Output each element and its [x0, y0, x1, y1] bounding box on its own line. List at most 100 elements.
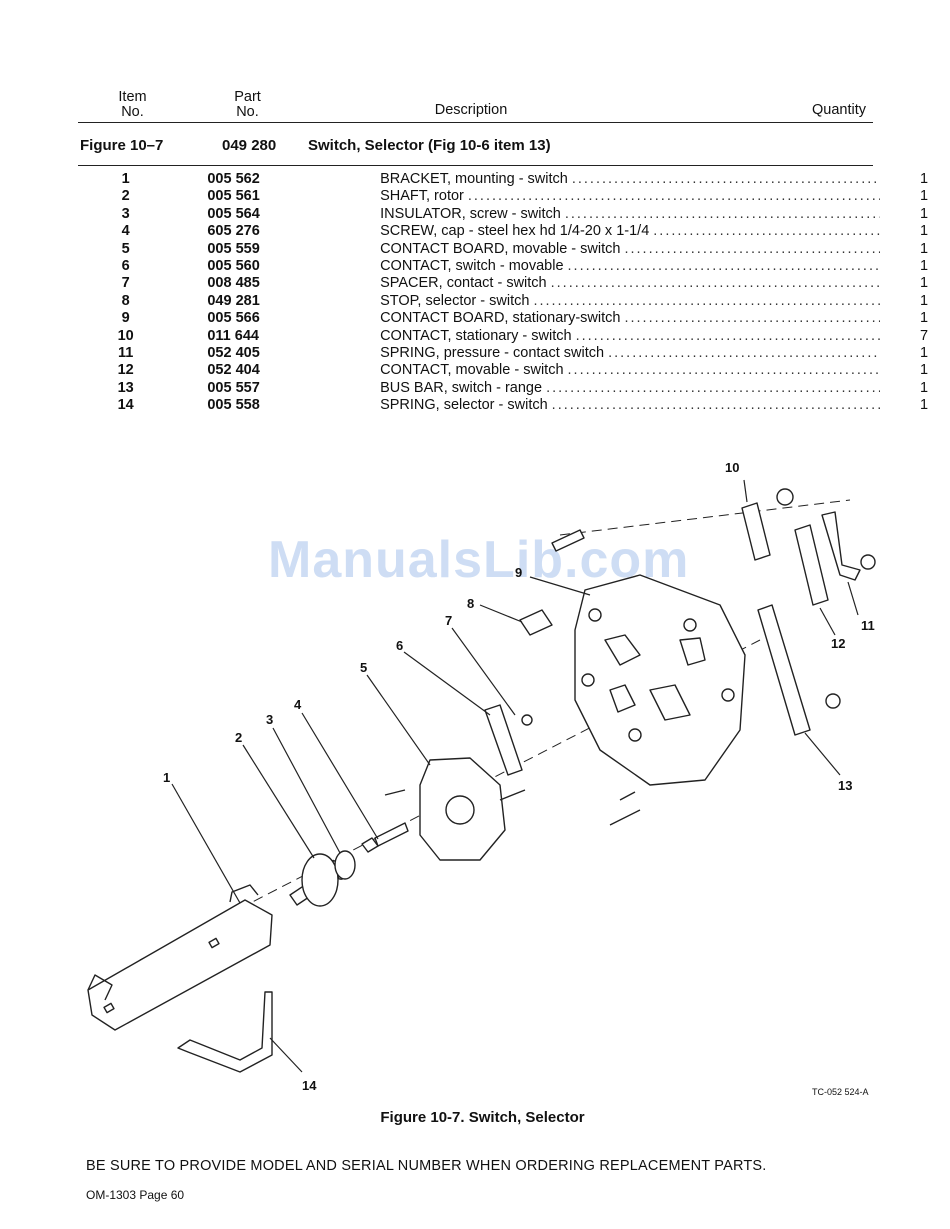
- part-no: 005 560: [207, 258, 260, 275]
- item-no: 8: [121, 292, 130, 309]
- part-no: 005 562: [207, 171, 260, 187]
- leader-dots: ........................................…: [571, 171, 880, 187]
- part-screw-top: [551, 529, 585, 552]
- description: BRACKET, mounting - switch: [380, 171, 568, 187]
- table-row: 8 049 281 STOP, selector - switch.........…: [78, 293, 950, 310]
- item-no: 4: [121, 223, 130, 240]
- item-no: 5: [121, 240, 130, 257]
- callout-12: 12: [831, 636, 846, 651]
- watermark: ManualsLib.com: [268, 531, 690, 589]
- part-no: 011 644: [207, 327, 259, 344]
- description-cell: INSULATOR, screw - switch...............…: [380, 206, 880, 223]
- description-cell: BUS BAR, switch - range.................…: [380, 380, 880, 397]
- leader-dots: ........................................…: [550, 275, 881, 292]
- quantity: 1: [920, 275, 929, 292]
- description: CONTACT, switch - movable: [380, 258, 564, 275]
- header-part-no: Part No.: [225, 90, 270, 120]
- callout-5: 5: [360, 660, 368, 675]
- leader-dots: ........................................…: [608, 345, 880, 362]
- part-pressure-spring: [821, 511, 861, 581]
- assembly-axis-upper: [559, 499, 851, 536]
- part-movable-contact-board: [384, 757, 526, 861]
- leader-lines: [171, 479, 859, 1073]
- item-no: 12: [117, 362, 134, 379]
- callout-9: 9: [515, 565, 523, 580]
- quantity: 1: [920, 223, 929, 240]
- description-cell: CONTACT BOARD, movable - switch.........…: [380, 241, 880, 258]
- figure-caption: Figure 10-7. Switch, Selector: [380, 1109, 585, 1126]
- description-cell: CONTACT BOARD, stationary-switch........…: [380, 310, 880, 327]
- description: CONTACT BOARD, stationary-switch: [380, 310, 621, 327]
- callout-10: 10: [725, 460, 740, 475]
- description-cell: BRACKET, mounting - switch..............…: [380, 171, 880, 188]
- leader-dots: ........................................…: [567, 362, 881, 379]
- leader-dots: ........................................…: [653, 223, 880, 240]
- item-no: 7: [121, 275, 130, 292]
- description-cell: SHAFT, rotor............................…: [380, 188, 880, 205]
- description: INSULATOR, screw - switch: [380, 205, 561, 222]
- header-item-line1: Item: [118, 89, 147, 105]
- header-item-no: Item No.: [110, 90, 155, 120]
- quantity: 1: [920, 292, 929, 309]
- table-row: 13 005 557 BUS BAR, switch - range........…: [78, 380, 950, 397]
- header-item-line2: No.: [121, 104, 144, 120]
- callout-13: 13: [838, 778, 853, 793]
- quantity: 1: [920, 397, 929, 414]
- parts-table-body: 1 005 562 BRACKET, mounting - switch......…: [78, 171, 950, 415]
- header-part-line1: Part: [234, 89, 261, 105]
- table-row: 6 005 560 CONTACT, switch - movable.......…: [78, 258, 950, 275]
- figure-rule: [78, 165, 873, 166]
- leader-dots: ........................................…: [551, 397, 881, 414]
- part-bracket: [87, 884, 273, 1031]
- parts-table: 1 005 562 BRACKET, mounting - switch......…: [78, 171, 950, 415]
- quantity: 1: [920, 258, 929, 275]
- item-no: 10: [117, 327, 134, 344]
- item-no: 9: [121, 310, 130, 327]
- quantity: 1: [920, 171, 929, 187]
- description-cell: STOP, selector - switch.................…: [380, 293, 880, 310]
- part-nut-top: [776, 488, 794, 506]
- callout-4: 4: [294, 697, 302, 712]
- description: STOP, selector - switch: [380, 292, 530, 309]
- leader-dots: ........................................…: [567, 258, 881, 275]
- description-cell: CONTACT, movable - switch...............…: [380, 362, 880, 379]
- description: CONTACT BOARD, movable - switch: [380, 240, 621, 257]
- description: SPACER, contact - switch: [380, 275, 547, 292]
- callout-8: 8: [467, 596, 475, 611]
- part-insulator: [334, 850, 356, 880]
- part-bus-bar: [757, 604, 811, 736]
- figure-label: Figure 10–7: [80, 137, 164, 154]
- part-no: 005 557: [207, 379, 260, 396]
- description-cell: SPRING, pressure - contact switch.......…: [380, 345, 880, 362]
- description: SCREW, cap - steel hex hd 1/4-20 x 1-1/4: [380, 223, 650, 240]
- leader-dots: ........................................…: [533, 292, 881, 309]
- header-rule: [78, 122, 873, 123]
- part-movable-contact: [484, 704, 523, 776]
- quantity: 1: [920, 240, 929, 257]
- description-cell: SCREW, cap - steel hex hd 1/4-20 x 1-1/4…: [380, 223, 880, 240]
- callout-7: 7: [445, 613, 453, 628]
- part-no: 049 281: [207, 292, 260, 309]
- part-spacer: [521, 714, 533, 726]
- drawing-reference: TC-052 524-A: [812, 1087, 869, 1097]
- part-no: 605 276: [207, 223, 260, 240]
- item-no: 6: [121, 258, 130, 275]
- description: SPRING, selector - switch: [380, 397, 548, 414]
- item-no: 3: [121, 205, 130, 222]
- quantity: 1: [920, 379, 929, 396]
- item-no: 13: [117, 379, 134, 396]
- callout-3: 3: [266, 712, 274, 727]
- description: SHAFT, rotor: [380, 188, 464, 205]
- part-nut-busbar: [825, 693, 841, 709]
- callout-14: 14: [302, 1078, 317, 1093]
- item-no: 2: [121, 188, 130, 205]
- part-selector-spring: [177, 991, 273, 1073]
- part-nut-right: [860, 554, 876, 570]
- part-cap-screw: [361, 822, 409, 853]
- part-no: 008 485: [207, 275, 260, 292]
- figure-part-no: 049 280: [222, 137, 277, 154]
